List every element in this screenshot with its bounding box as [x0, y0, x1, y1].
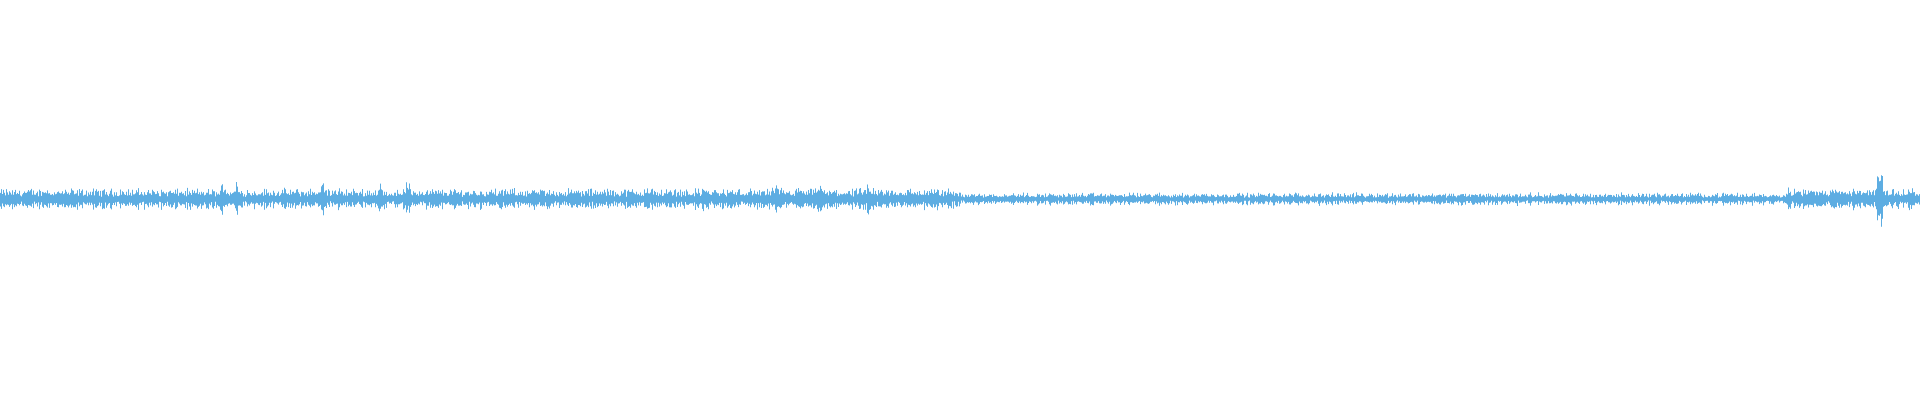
- waveform-samples: [0, 175, 1920, 227]
- waveform-path: [0, 175, 1920, 227]
